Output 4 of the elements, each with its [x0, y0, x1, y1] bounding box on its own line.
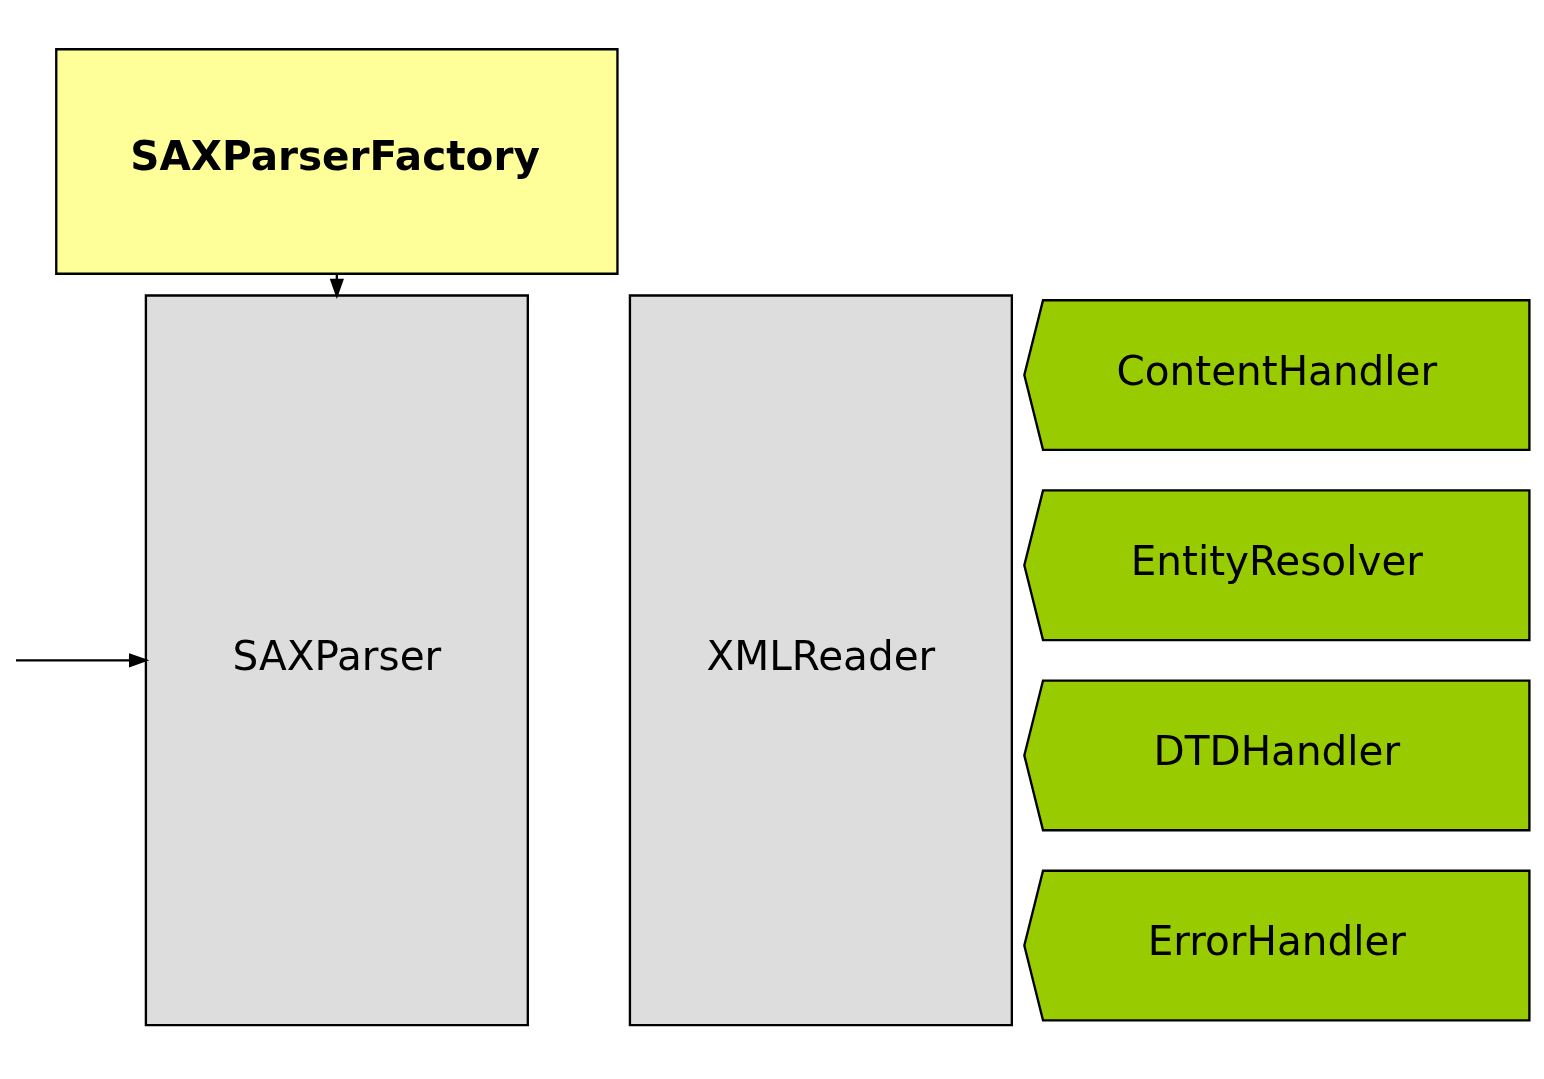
node-box: XMLReader: [628, 294, 1013, 1027]
node-box: SAXParserFactory: [55, 48, 619, 275]
node-box: SAXParser: [144, 294, 529, 1027]
arrow: [15, 653, 150, 668]
